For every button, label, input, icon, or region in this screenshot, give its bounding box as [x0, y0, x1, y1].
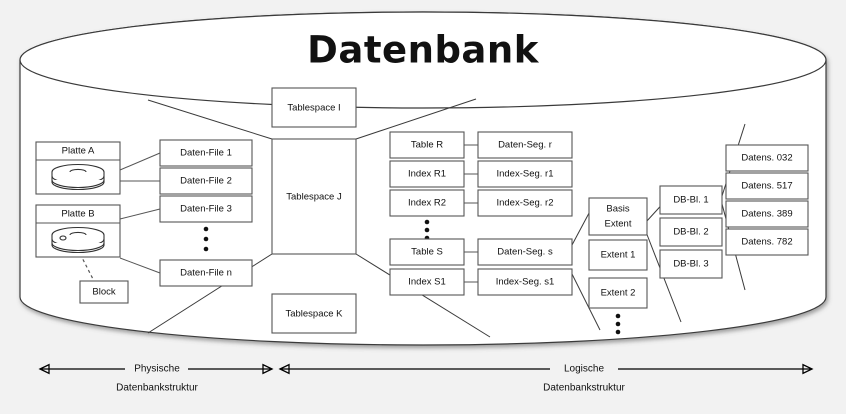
- segment-label: Daten-Seg. r: [498, 140, 552, 151]
- extent-label: Extent 2: [601, 288, 636, 299]
- block-box[interactable]: Block: [79, 280, 129, 304]
- caption-physical-line1: Physische: [134, 364, 180, 375]
- record-517[interactable]: Datens. 517: [725, 172, 809, 200]
- object-index-s1[interactable]: Index S1: [389, 268, 465, 296]
- data-file-2[interactable]: Daten-File 2: [159, 167, 253, 195]
- disk-platte-a[interactable]: Platte A: [35, 141, 121, 195]
- record-label: Datens. 389: [741, 209, 792, 220]
- segment-label: Index-Seg. r1: [496, 169, 553, 180]
- extent-label-line1: Basis: [606, 204, 629, 215]
- record-label: Datens. 517: [741, 181, 792, 192]
- object-ellipsis: [424, 219, 430, 241]
- data-file-label: Daten-File 2: [180, 176, 232, 187]
- object-index-r2[interactable]: Index R2: [389, 189, 465, 217]
- record-label: Datens. 032: [741, 153, 792, 164]
- db-block-3[interactable]: DB-Bl. 3: [659, 249, 723, 279]
- record-389[interactable]: Datens. 389: [725, 200, 809, 228]
- object-label: Index R1: [408, 169, 446, 180]
- segment-index-r1[interactable]: Index-Seg. r1: [477, 160, 573, 188]
- disk-stack-icon: [51, 163, 105, 191]
- block-label: Block: [92, 287, 115, 298]
- disk-stack-icon: [51, 226, 105, 254]
- tablespace-j[interactable]: Tablespace J: [271, 138, 357, 255]
- cylinder-top-ellipse: [19, 11, 827, 109]
- extent-ellipsis: [615, 313, 621, 335]
- disk-label: Platte B: [61, 209, 94, 220]
- db-block-2[interactable]: DB-Bl. 2: [659, 217, 723, 247]
- disk-platte-b[interactable]: Platte B: [35, 204, 121, 258]
- segment-index-r2[interactable]: Index-Seg. r2: [477, 189, 573, 217]
- logical-structure-arrow: Logische Datenbankstruktur: [278, 364, 814, 394]
- disk-label: Platte A: [62, 146, 95, 157]
- data-file-ellipsis: [203, 226, 209, 252]
- segment-index-s1[interactable]: Index-Seg. s1: [477, 268, 573, 296]
- object-index-r1[interactable]: Index R1: [389, 160, 465, 188]
- data-file-label: Daten-File n: [180, 268, 232, 279]
- extent-basis[interactable]: Basis Extent: [588, 197, 648, 236]
- db-block-label: DB-Bl. 2: [673, 227, 708, 238]
- record-label: Datens. 782: [741, 237, 792, 248]
- object-label: Index R2: [408, 198, 446, 209]
- extent-2[interactable]: Extent 2: [588, 277, 648, 309]
- record-782[interactable]: Datens. 782: [725, 228, 809, 256]
- caption-logical-line1: Logische: [564, 364, 604, 375]
- segment-daten-r[interactable]: Daten-Seg. r: [477, 131, 573, 159]
- caption-logical-line2: Datenbankstruktur: [543, 383, 625, 394]
- object-label: Index S1: [408, 277, 446, 288]
- data-file-label: Daten-File 3: [180, 204, 232, 215]
- tablespace-label: Tablespace K: [285, 309, 343, 320]
- object-label: Table R: [411, 140, 443, 151]
- object-label: Table S: [411, 247, 443, 258]
- segment-label: Index-Seg. r2: [496, 198, 553, 209]
- tablespace-label: Tablespace I: [287, 103, 340, 114]
- segment-label: Daten-Seg. s: [497, 247, 553, 258]
- tablespace-k[interactable]: Tablespace K: [271, 293, 357, 334]
- tablespace-label: Tablespace J: [286, 192, 342, 203]
- db-block-1[interactable]: DB-Bl. 1: [659, 185, 723, 215]
- tablespace-i[interactable]: Tablespace I: [271, 87, 357, 128]
- page-title: Datenbank: [307, 29, 540, 72]
- db-block-label: DB-Bl. 1: [673, 195, 708, 206]
- data-file-3[interactable]: Daten-File 3: [159, 195, 253, 223]
- data-file-label: Daten-File 1: [180, 148, 232, 159]
- extent-1[interactable]: Extent 1: [588, 239, 648, 271]
- extent-label: Extent 1: [601, 250, 636, 261]
- data-file-n[interactable]: Daten-File n: [159, 259, 253, 287]
- data-file-1[interactable]: Daten-File 1: [159, 139, 253, 167]
- physical-structure-arrow: Physische Datenbankstruktur: [38, 364, 274, 394]
- db-block-label: DB-Bl. 3: [673, 259, 708, 270]
- caption-physical-line2: Datenbankstruktur: [116, 383, 198, 394]
- record-032[interactable]: Datens. 032: [725, 144, 809, 172]
- segment-daten-s[interactable]: Daten-Seg. s: [477, 238, 573, 266]
- object-table-r[interactable]: Table R: [389, 131, 465, 159]
- extent-label-line2: Extent: [605, 219, 632, 230]
- segment-label: Index-Seg. s1: [496, 277, 555, 288]
- object-table-s[interactable]: Table S: [389, 238, 465, 266]
